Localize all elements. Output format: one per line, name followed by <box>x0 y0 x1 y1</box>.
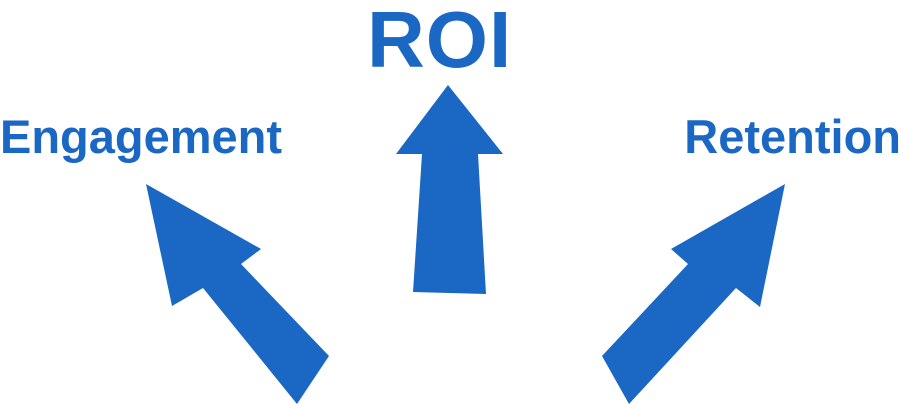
roi-label: ROI <box>367 0 513 84</box>
up-left-arrow-icon <box>146 184 329 404</box>
engagement-label: Engagement <box>0 110 283 163</box>
up-arrow-icon <box>396 85 503 294</box>
retention-label: Retention <box>684 110 901 163</box>
up-right-arrow-icon <box>602 184 785 404</box>
